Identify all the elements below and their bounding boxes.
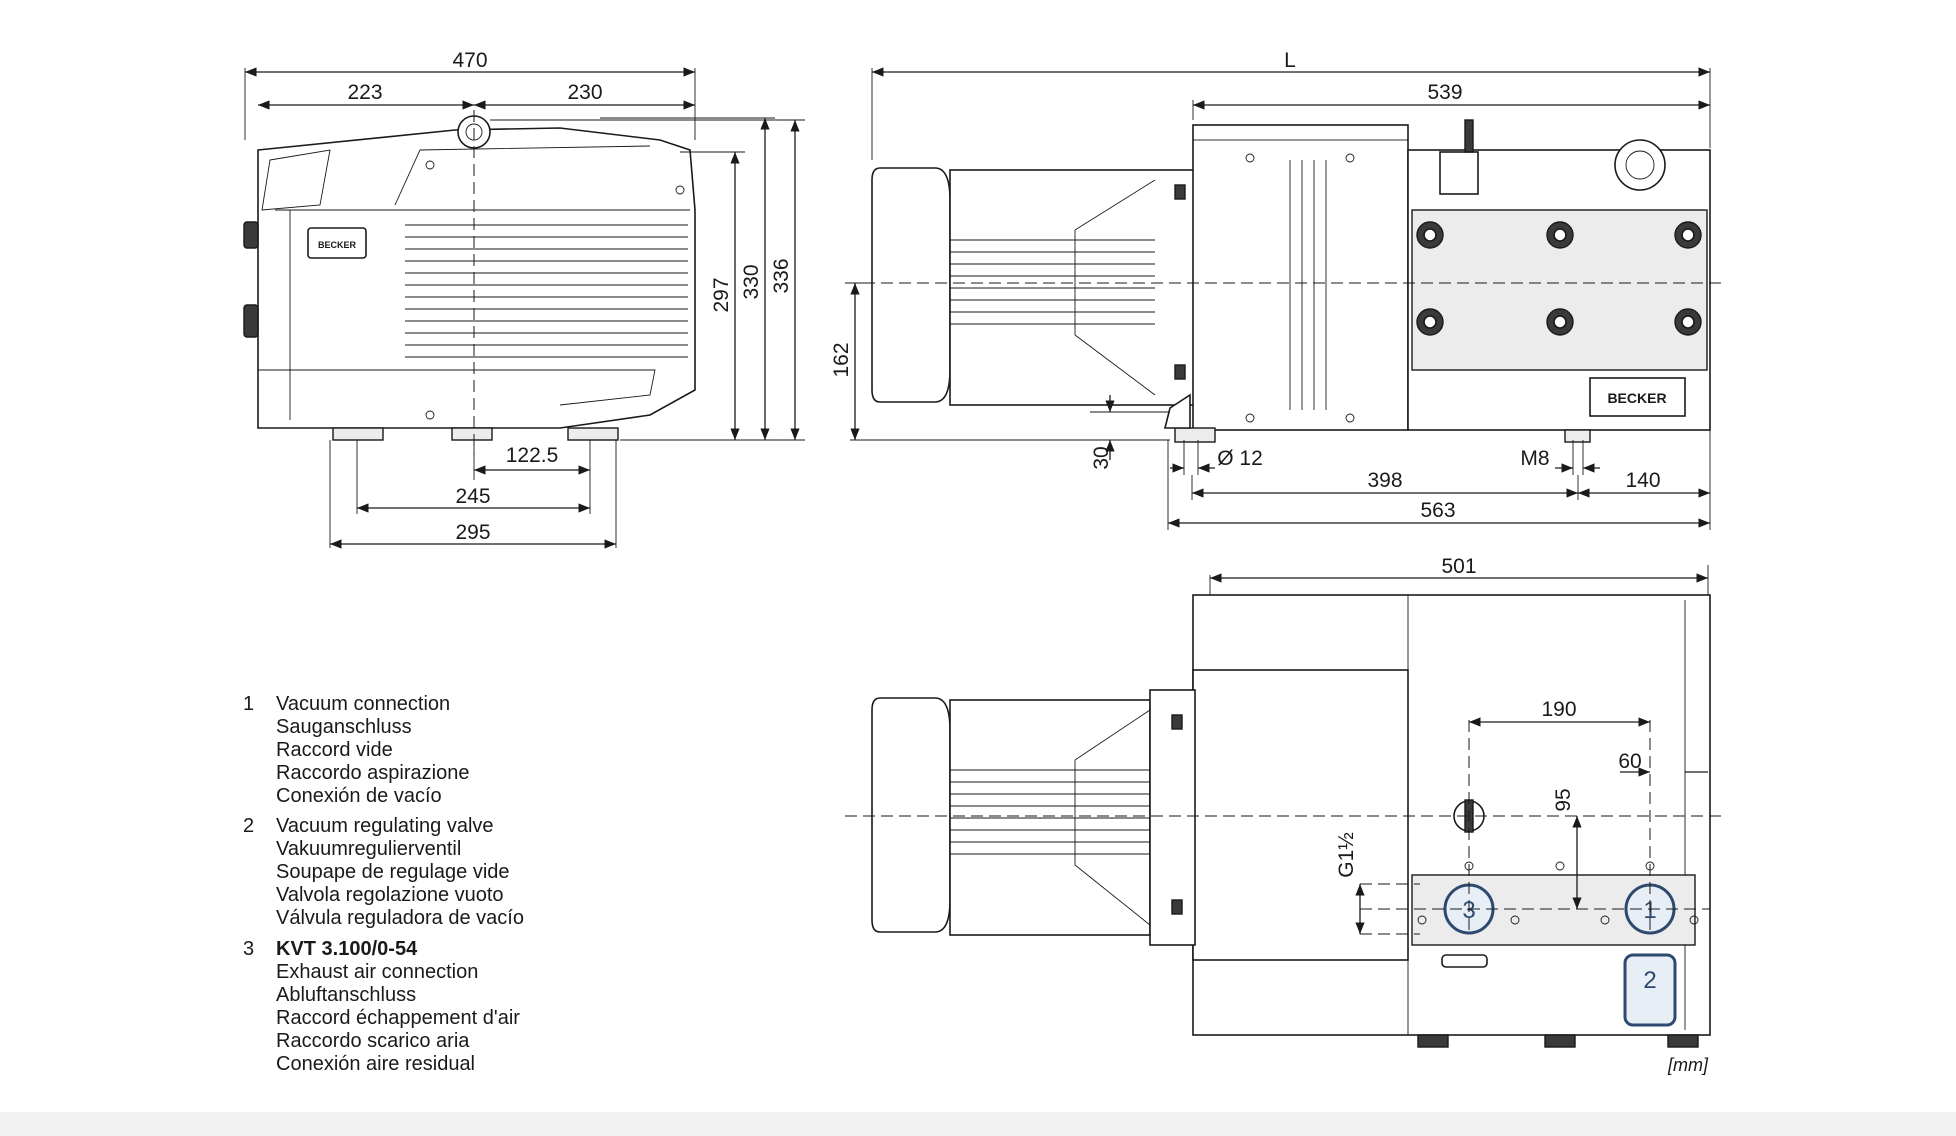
dim-side-539: 539 bbox=[1427, 81, 1462, 104]
legend-2-line-1: Vakuumregulierventil bbox=[276, 838, 461, 860]
top-view: 501 3 1 2 bbox=[845, 555, 1725, 1075]
dim-top-95: 95 bbox=[1552, 788, 1575, 811]
unit-label: [mm] bbox=[1667, 1055, 1709, 1075]
footer-strip bbox=[0, 1112, 1956, 1136]
dim-h330: 330 bbox=[740, 264, 763, 299]
legend-3-line-3: Raccordo scarico aria bbox=[276, 1030, 470, 1052]
dim-side-398: 398 bbox=[1367, 469, 1402, 492]
side-view: BECKER L 539 bbox=[830, 49, 1725, 530]
legend-2-line-2: Soupape de regulage vide bbox=[276, 861, 510, 883]
dim-front-left: 223 bbox=[347, 81, 382, 104]
dim-top-60: 60 bbox=[1618, 750, 1641, 773]
dim-245: 245 bbox=[455, 485, 490, 508]
dim-295: 295 bbox=[455, 521, 490, 544]
front-view: BECKER 470 223 230 bbox=[243, 49, 805, 549]
dim-side-30: 30 bbox=[1090, 446, 1113, 469]
dim-side-d12: Ø 12 bbox=[1217, 447, 1263, 470]
legend-3-num: 3 bbox=[243, 938, 254, 960]
dim-side-162: 162 bbox=[830, 342, 853, 377]
legend-1-num: 1 bbox=[243, 693, 254, 715]
dim-h336: 336 bbox=[770, 258, 793, 293]
legend-1-line-3: Raccordo aspirazione bbox=[276, 762, 469, 784]
legend-2-num: 2 bbox=[243, 815, 254, 837]
dim-122: 122.5 bbox=[506, 444, 559, 467]
dim-side-L: L bbox=[1284, 49, 1296, 72]
legend-1-line-1: Sauganschluss bbox=[276, 716, 412, 738]
legend-2-line-0: Vacuum regulating valve bbox=[276, 815, 494, 837]
legend-3-line-0: Exhaust air connection bbox=[276, 961, 478, 983]
legend-1-line-0: Vacuum connection bbox=[276, 693, 450, 715]
dim-side-m8: M8 bbox=[1520, 447, 1549, 470]
dim-top-501: 501 bbox=[1441, 555, 1476, 578]
dim-h297: 297 bbox=[710, 277, 733, 312]
dim-top-g: G1½ bbox=[1335, 832, 1358, 878]
legend-2-line-4: Válvula reguladora de vacío bbox=[276, 907, 524, 929]
side-logo: BECKER bbox=[1607, 390, 1666, 406]
dim-side-140: 140 bbox=[1625, 469, 1660, 492]
legend-3-title: KVT 3.100/0-54 bbox=[276, 938, 418, 960]
dim-front-right: 230 bbox=[567, 81, 602, 104]
legend-3-line-4: Conexión aire residual bbox=[276, 1053, 475, 1075]
legend-3-line-2: Raccord échappement d'air bbox=[276, 1007, 520, 1029]
dim-top-190: 190 bbox=[1541, 698, 1576, 721]
legend: 1 Vacuum connection Sauganschluss Raccor… bbox=[243, 693, 524, 1075]
legend-2-line-3: Valvola regolazione vuoto bbox=[276, 884, 504, 906]
marker-2: 2 bbox=[1643, 967, 1656, 994]
dim-side-563: 563 bbox=[1420, 499, 1455, 522]
dim-front-width: 470 bbox=[452, 49, 487, 72]
legend-1-line-2: Raccord vide bbox=[276, 739, 393, 761]
legend-3-line-1: Abluftanschluss bbox=[276, 984, 416, 1006]
front-logo: BECKER bbox=[318, 240, 357, 250]
legend-1-line-4: Conexión de vacío bbox=[276, 785, 442, 807]
